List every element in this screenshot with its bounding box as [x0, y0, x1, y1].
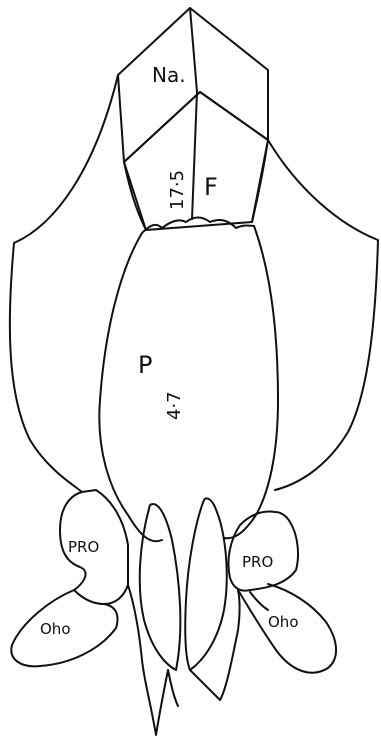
right-spine: [185, 498, 227, 670]
left-occipital-extension: [128, 585, 168, 735]
nasal-midline: [190, 8, 197, 92]
right-prootic-outline: [228, 512, 298, 591]
right-opisthotic-inner: [250, 592, 268, 610]
right-wing-outline: [252, 140, 378, 490]
right-occipital-extension: [190, 590, 240, 700]
label-opisthotic-right: Oho: [268, 613, 299, 631]
central-spine-tip: [168, 670, 178, 706]
nasal-outline: [118, 8, 268, 162]
label-frontal: F: [204, 173, 218, 201]
label-nasal: Na.: [152, 63, 186, 87]
left-wing-outline: [10, 75, 146, 492]
label-parietal: P: [138, 351, 152, 379]
parietal-outline: [99, 226, 278, 541]
label-opisthotic-left: Oho: [40, 620, 71, 638]
label-prootic-right: PRO: [242, 553, 273, 571]
left-spine: [140, 504, 181, 670]
label-prootic-left: PRO: [68, 538, 99, 556]
frontal-midline: [192, 92, 197, 219]
label-parietal-value: 4·7: [164, 391, 185, 420]
label-frontal-value: 17·5: [167, 170, 188, 210]
